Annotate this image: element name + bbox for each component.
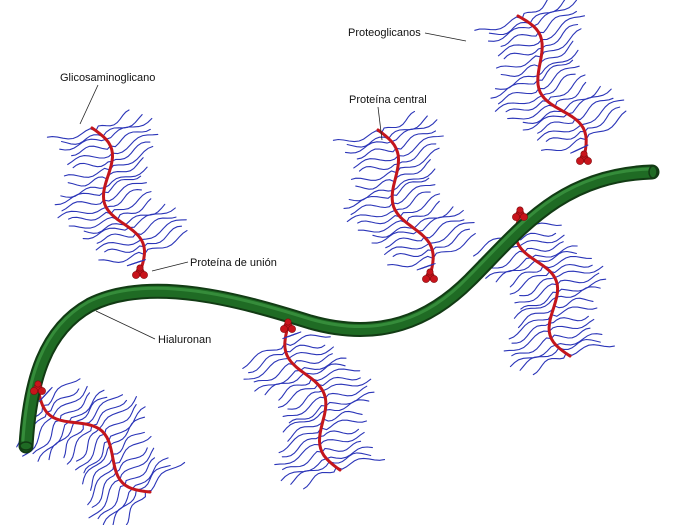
glycosaminoglycan-chains xyxy=(473,222,615,376)
label-core-protein: Proteína central xyxy=(349,94,427,106)
link-protein xyxy=(422,268,438,283)
link-proteins xyxy=(30,150,592,395)
proteoglycan xyxy=(473,212,615,376)
leader-hyaluronan xyxy=(95,310,156,340)
leader-glycosaminoglycan xyxy=(79,84,99,125)
label-hyaluronan: Hialuronan xyxy=(158,334,211,346)
label-proteoglycans: Proteoglicanos xyxy=(348,27,421,39)
leader-core-protein xyxy=(377,106,383,141)
glycosaminoglycan-chains xyxy=(332,110,476,268)
link-protein xyxy=(132,264,148,279)
proteoglycan xyxy=(46,109,188,274)
core-protein xyxy=(283,324,342,472)
hyaluronan-strand xyxy=(18,164,660,454)
core-protein xyxy=(516,14,588,160)
leader-proteoglycans xyxy=(424,32,467,42)
label-glycosaminoglycan: Glicosaminoglicano xyxy=(60,72,155,84)
link-protein xyxy=(576,150,592,165)
core-protein xyxy=(36,386,152,494)
link-protein xyxy=(512,206,528,221)
glycosaminoglycan-chains xyxy=(242,334,386,490)
link-protein xyxy=(30,380,46,395)
annotations: Proteoglicanos Glicosaminoglicano Proteí… xyxy=(60,27,467,346)
proteoglycan xyxy=(242,324,386,490)
glycosaminoglycan-chains xyxy=(46,109,188,263)
proteoglycan xyxy=(16,378,186,525)
glycosaminoglycan-chains xyxy=(474,0,627,152)
core-protein xyxy=(376,128,435,278)
link-protein xyxy=(280,318,296,333)
proteoglycan xyxy=(474,0,627,160)
leader-link-protein xyxy=(151,261,189,272)
proteoglycan-units xyxy=(16,0,627,525)
core-protein xyxy=(90,126,147,274)
label-link-protein: Proteína de unión xyxy=(190,257,277,269)
glycosaminoglycan-chains xyxy=(16,378,186,525)
proteoglycan xyxy=(332,110,476,278)
